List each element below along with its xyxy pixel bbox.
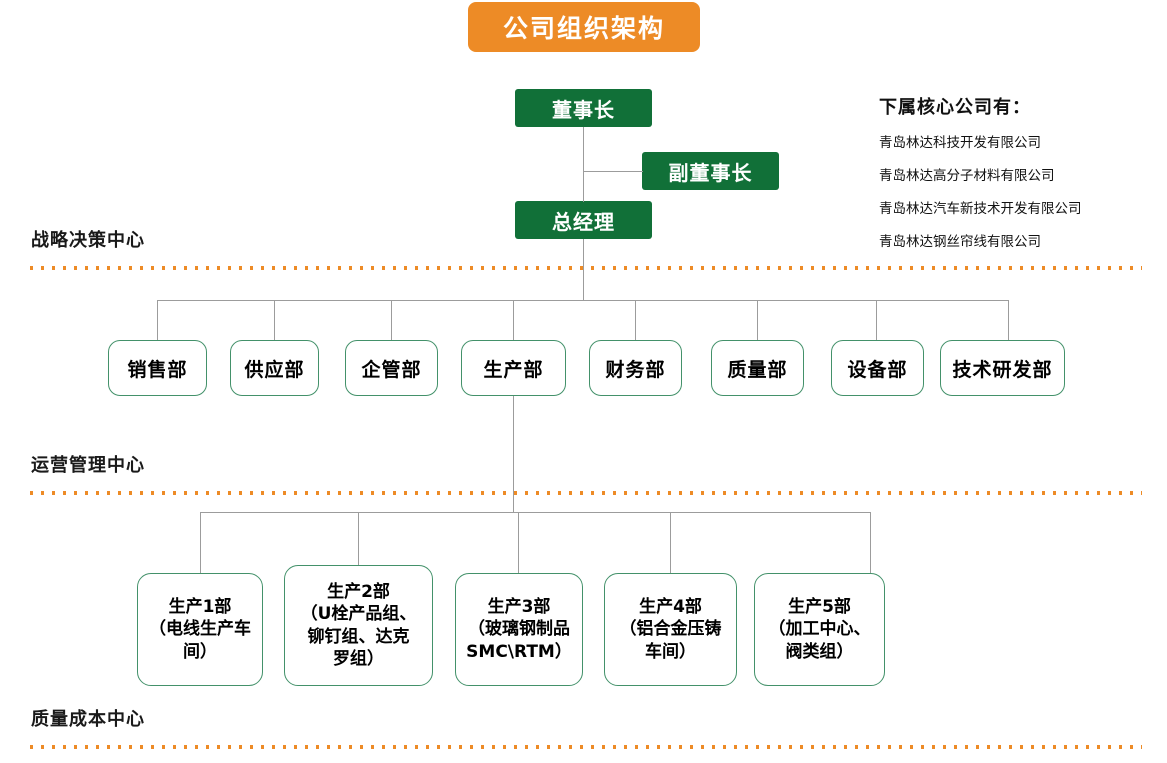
org-node-production-2[interactable]: 生产2部 （U栓产品组、 铆钉组、达克 罗组） [284,565,433,686]
org-node-technology-rd[interactable]: 技术研发部 [940,340,1065,396]
connector-drop-production-2 [358,512,359,574]
connector-drop-production [513,300,514,341]
org-node-vice-chairman[interactable]: 副董事长 [642,152,779,190]
subsidiary-item: 青岛林达高分子材料有限公司 [879,168,1055,184]
band-divider-quality-cost-center [30,745,1142,749]
connector-drop-supply [274,300,275,341]
connector-gm-stem [583,239,584,301]
connector-drop-quality [757,300,758,341]
page-title: 公司组织架构 [468,2,700,52]
org-node-production-3[interactable]: 生产3部 （玻璃钢制品 SMC\RTM） [455,573,583,686]
connector-chairman-stem [583,127,584,202]
org-node-finance[interactable]: 财务部 [589,340,682,396]
band-divider-strategic-decision-center [30,266,1142,270]
org-node-production-1[interactable]: 生产1部 （电线生产车 间） [137,573,263,686]
connector-drop-finance [635,300,636,341]
connector-drop-equipment [876,300,877,341]
org-node-equipment[interactable]: 设备部 [831,340,924,396]
band-label-strategic-decision-center: 战略决策中心 [31,230,145,251]
connector-drop-production-3 [518,512,519,574]
connector-drop-sales [157,300,158,341]
org-node-sales[interactable]: 销售部 [108,340,207,396]
connector-vice-chairman-branch [583,171,643,172]
band-divider-operations-management-center [30,491,1142,495]
org-node-general-manager[interactable]: 总经理 [515,201,652,239]
subsidiaries-note: 下属核心公司有： 青岛林达科技开发有限公司 青岛林达高分子材料有限公司 青岛林达… [879,93,1149,263]
org-node-enterprise-management[interactable]: 企管部 [345,340,438,396]
subsidiary-item: 青岛林达科技开发有限公司 [879,135,1041,151]
connector-drop-production-1 [200,512,201,574]
org-node-production-4[interactable]: 生产4部 （铝合金压铸 车间） [604,573,737,686]
connector-production-bus [200,512,870,513]
connector-drop-production-5 [870,512,871,574]
connector-department-bus [157,300,1008,301]
org-node-production-5[interactable]: 生产5部 （加工中心、 阀类组） [754,573,885,686]
org-node-chairman[interactable]: 董事长 [515,89,652,127]
connector-production-stem [513,396,514,513]
org-node-production[interactable]: 生产部 [461,340,566,396]
subsidiary-item: 青岛林达汽车新技术开发有限公司 [879,201,1082,217]
connector-drop-enterprise-management [391,300,392,341]
org-node-supply[interactable]: 供应部 [230,340,319,396]
subsidiaries-heading: 下属核心公司有： [879,97,1031,118]
band-label-quality-cost-center: 质量成本中心 [31,709,145,730]
org-node-quality[interactable]: 质量部 [711,340,804,396]
subsidiary-item: 青岛林达钢丝帘线有限公司 [879,234,1041,250]
connector-drop-technology-rd [1008,300,1009,341]
band-label-operations-management-center: 运营管理中心 [31,455,145,476]
connector-drop-production-4 [670,512,671,574]
